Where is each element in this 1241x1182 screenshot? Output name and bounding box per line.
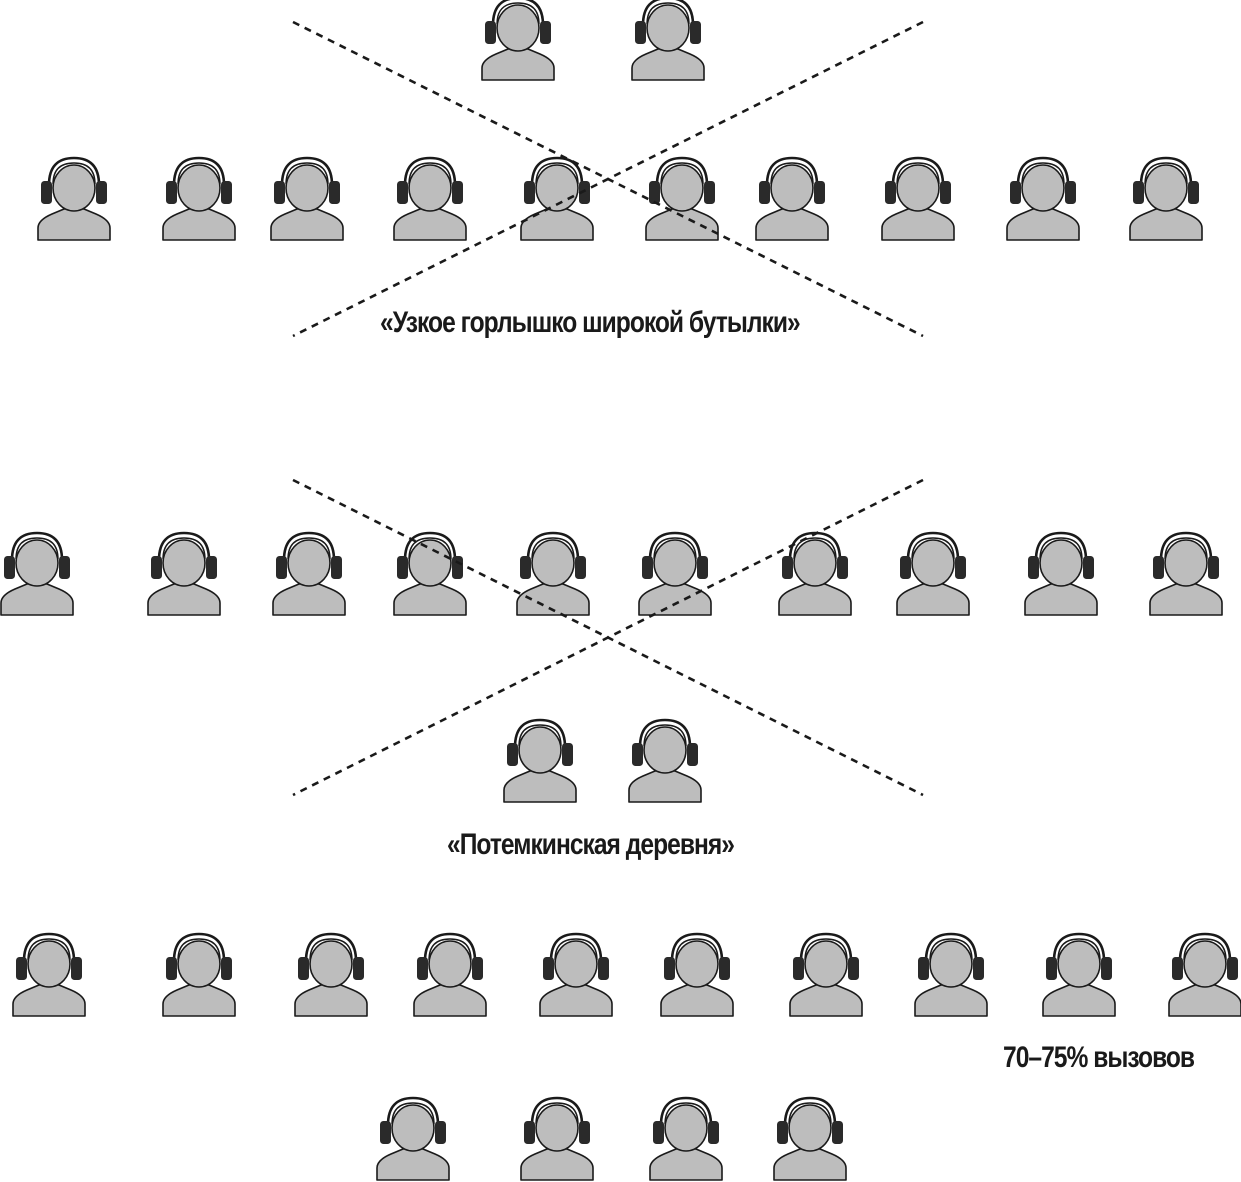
agent-icon (161, 156, 237, 242)
potemkin-cross (292, 478, 924, 797)
agent-icon (1128, 156, 1204, 242)
agent-icon (161, 932, 237, 1018)
main-row (11, 932, 1241, 1018)
agent-icon (644, 156, 720, 242)
agent-icon (754, 156, 830, 242)
agent-icon (1023, 531, 1099, 617)
agent-icon (271, 531, 347, 617)
agent-icon (293, 932, 369, 1018)
agent-icon (648, 1096, 724, 1182)
agent-icon (630, 0, 706, 82)
agent-icon (519, 156, 595, 242)
agent-icon (515, 531, 591, 617)
agent-icon (412, 932, 488, 1018)
agent-icon (1005, 156, 1081, 242)
agent-icon (392, 531, 468, 617)
bottleneck-wide-row (36, 156, 1204, 242)
potemkin-bottom-row (502, 718, 703, 804)
agent-icon (1167, 932, 1241, 1018)
agent-icon (880, 156, 956, 242)
remaining-row (375, 1096, 848, 1182)
agent-icon (0, 531, 75, 617)
agent-icon (502, 718, 578, 804)
bottleneck-caption: «Узкое горлышко широкой бутылки» (380, 306, 801, 339)
agent-icon (375, 1096, 451, 1182)
agent-icon (519, 1096, 595, 1182)
agent-icon (627, 718, 703, 804)
agent-icon (895, 531, 971, 617)
agent-icon (1148, 531, 1224, 617)
agent-icon (392, 156, 468, 242)
bottleneck-top-row (480, 0, 706, 82)
agent-icon (538, 932, 614, 1018)
call-share-caption: 70–75% вызовов (1003, 1041, 1195, 1074)
potemkin-caption: «Потемкинская деревня» (447, 828, 735, 861)
potemkin-wide-row (0, 531, 1224, 617)
bottleneck-cross (292, 20, 924, 338)
agent-icon (913, 932, 989, 1018)
cross-line (292, 478, 924, 797)
agent-icon (480, 0, 556, 82)
agent-icon (788, 932, 864, 1018)
agent-icon (36, 156, 112, 242)
agent-icon (772, 1096, 848, 1182)
agent-icon (659, 932, 735, 1018)
agent-icon (11, 932, 87, 1018)
cross-line (292, 20, 924, 338)
agent-icon (1041, 932, 1117, 1018)
agent-icon (146, 531, 222, 617)
agent-icon (269, 156, 345, 242)
